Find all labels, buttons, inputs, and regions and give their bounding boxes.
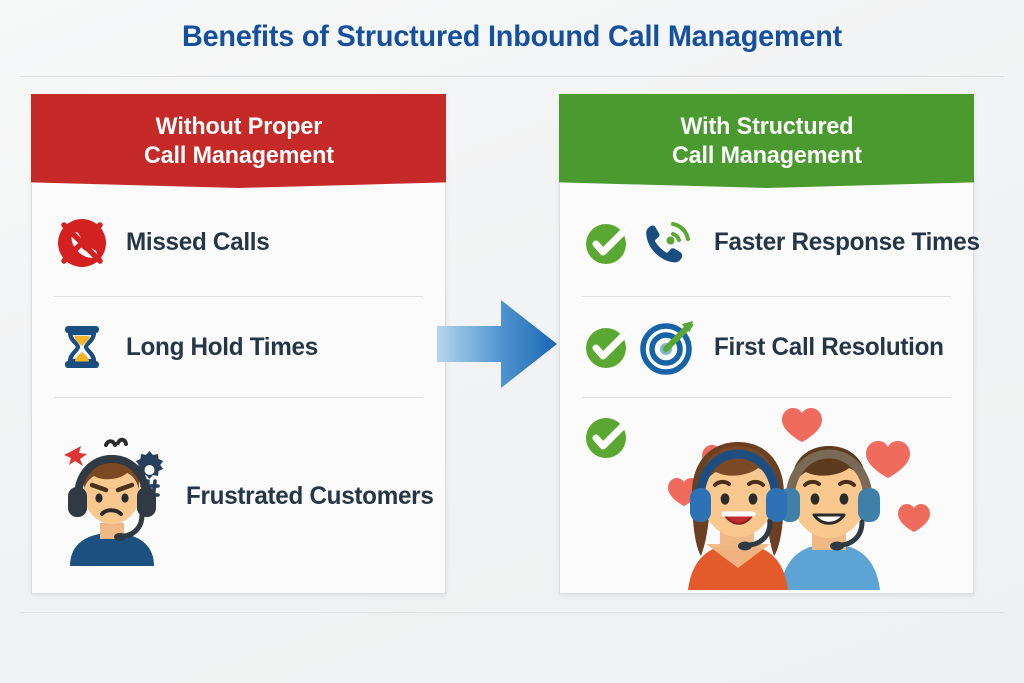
- target-arrow-icon: [638, 317, 698, 377]
- list-item[interactable]: Missed Calls: [54, 189, 423, 296]
- happy-agents-hearts-icon: [630, 402, 930, 592]
- list-item[interactable]: Long Hold Times: [54, 296, 423, 397]
- panel-with-call-management: With Structured Call Management: [559, 94, 980, 595]
- list-item[interactable]: Faster Response Times: [582, 189, 980, 296]
- hourglass-icon: [54, 319, 110, 375]
- list-item[interactable]: [582, 397, 951, 595]
- panel-header-with-line2: Call Management: [671, 142, 862, 169]
- list-item-label: First Call Resolution: [714, 332, 944, 361]
- missed-call-icon: [54, 215, 110, 271]
- panel-header-with-line1: With Structured: [680, 112, 853, 140]
- page-title-area: Benefits of Structured Inbound Call Mana…: [0, 20, 1024, 54]
- panel-body-with: Faster Response Times: [560, 189, 980, 595]
- panel-header-with: With Structured Call Management: [559, 94, 974, 188]
- bottom-divider: [20, 612, 1004, 613]
- title-divider: [20, 76, 1004, 77]
- list-item-label: Faster Response Times: [714, 228, 980, 256]
- frustrated-agent-icon: [54, 427, 184, 567]
- phone-signal-icon: [636, 214, 698, 272]
- panel-header-without-line1: Without Proper: [155, 112, 322, 140]
- panel-header-without: Without Proper Call Management: [31, 94, 446, 188]
- list-item[interactable]: First Call Resolution: [582, 296, 951, 397]
- green-check-icon: [582, 322, 632, 372]
- panel-header-without-line2: Call Management: [143, 142, 334, 169]
- panel-without-call-management: Without Proper Call Management: [31, 94, 446, 594]
- list-item-label: Frustrated Customers: [186, 482, 434, 510]
- list-item-label: Missed Calls: [126, 228, 270, 256]
- page-title: Benefits of Structured Inbound Call Mana…: [181, 20, 843, 53]
- transition-arrow: [437, 298, 559, 390]
- green-check-icon: [582, 218, 632, 268]
- green-check-icon: [582, 412, 632, 462]
- list-item[interactable]: Frustrated Customers: [54, 397, 434, 595]
- panel-body-without: Missed Calls Long Hold Times: [32, 189, 445, 593]
- list-item-label: Long Hold Times: [126, 332, 318, 361]
